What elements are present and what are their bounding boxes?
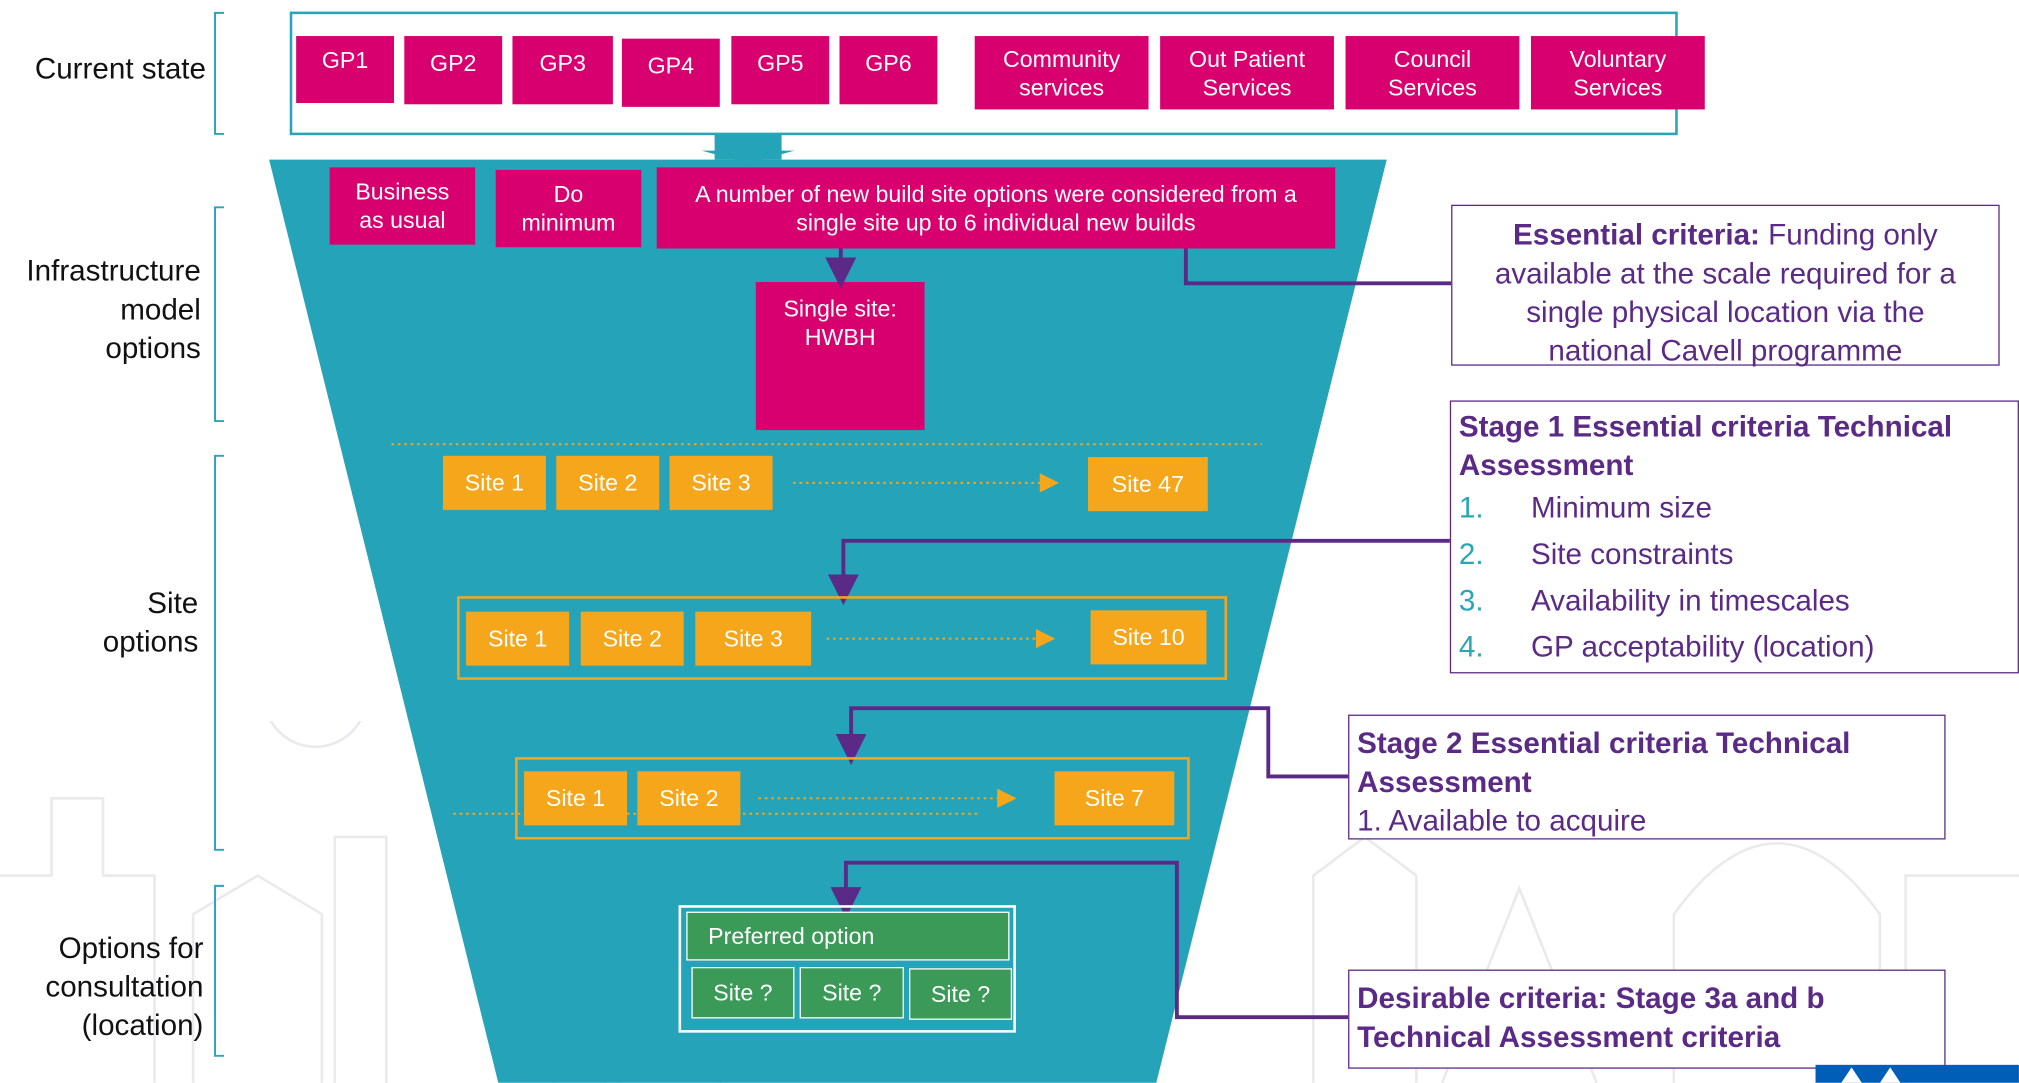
label-consultation: Options for consultation (location) bbox=[45, 930, 204, 1042]
stage2-criteria-box: Stage 2 Essential criteria Technical Ass… bbox=[1348, 714, 1946, 840]
site-row2-site1: Site 1 bbox=[466, 611, 570, 666]
desirable-criteria-box: Desirable criteria: Stage 3a and b Techn… bbox=[1348, 969, 1946, 1069]
label-site-options: Site options bbox=[102, 585, 199, 658]
stage1-criteria-box: Stage 1 Essential criteria Technical Ass… bbox=[1449, 400, 2019, 674]
stage1-item-2: 2.Site constraints bbox=[1458, 536, 1734, 571]
stage1-title: Stage 1 Essential criteria Technical Ass… bbox=[1458, 409, 1953, 482]
gp5-box: GP5 bbox=[731, 36, 830, 105]
preferred-option-box: Preferred option bbox=[686, 911, 1010, 961]
new-build-options-box: A number of new build site options were … bbox=[656, 167, 1336, 249]
consultation-site-3: Site ? bbox=[909, 968, 1013, 1020]
label-current-state: Current state bbox=[34, 51, 207, 85]
gp4-box: GP4 bbox=[621, 38, 720, 107]
gp2-box: GP2 bbox=[404, 36, 503, 105]
site-row2-container bbox=[457, 596, 1228, 680]
site-row3-site2: Site 2 bbox=[637, 771, 741, 826]
consultation-site-2: Site ? bbox=[799, 966, 904, 1019]
gp6-box: GP6 bbox=[839, 36, 938, 105]
site-row1-site2: Site 2 bbox=[556, 455, 660, 510]
stage1-item-4: 4.GP acceptability (location) bbox=[1458, 629, 1875, 664]
site-row1-site1: Site 1 bbox=[442, 455, 546, 510]
row-brackets bbox=[214, 11, 225, 1057]
consultation-container bbox=[678, 905, 1016, 1033]
consultation-site-1: Site ? bbox=[691, 966, 795, 1019]
stage1-item-1: 1.Minimum size bbox=[1458, 490, 1712, 525]
label-infrastructure: Infrastructure model options bbox=[26, 253, 201, 365]
site-row1-site47: Site 47 bbox=[1088, 457, 1208, 512]
site-row2-site10: Site 10 bbox=[1090, 610, 1207, 665]
site-row3-container bbox=[515, 757, 1190, 840]
site-row2-site3: Site 3 bbox=[695, 611, 812, 666]
site-row1-site3: Site 3 bbox=[669, 455, 773, 510]
gp3-box: GP3 bbox=[512, 36, 613, 105]
site-row3-site7: Site 7 bbox=[1054, 771, 1175, 826]
essential-criteria-box: Essential criteria: Funding only availab… bbox=[1451, 204, 2000, 367]
nhs-logo-fragment bbox=[1815, 1064, 2019, 1083]
single-site-hwbh-box: Single site:HWBH bbox=[755, 281, 925, 431]
gp1-box: GP1 bbox=[296, 36, 395, 104]
stage1-item-3: 3.Availability in timescales bbox=[1458, 583, 1850, 617]
site-row3-site1: Site 1 bbox=[524, 771, 628, 826]
site-row2-site2: Site 2 bbox=[580, 611, 684, 666]
